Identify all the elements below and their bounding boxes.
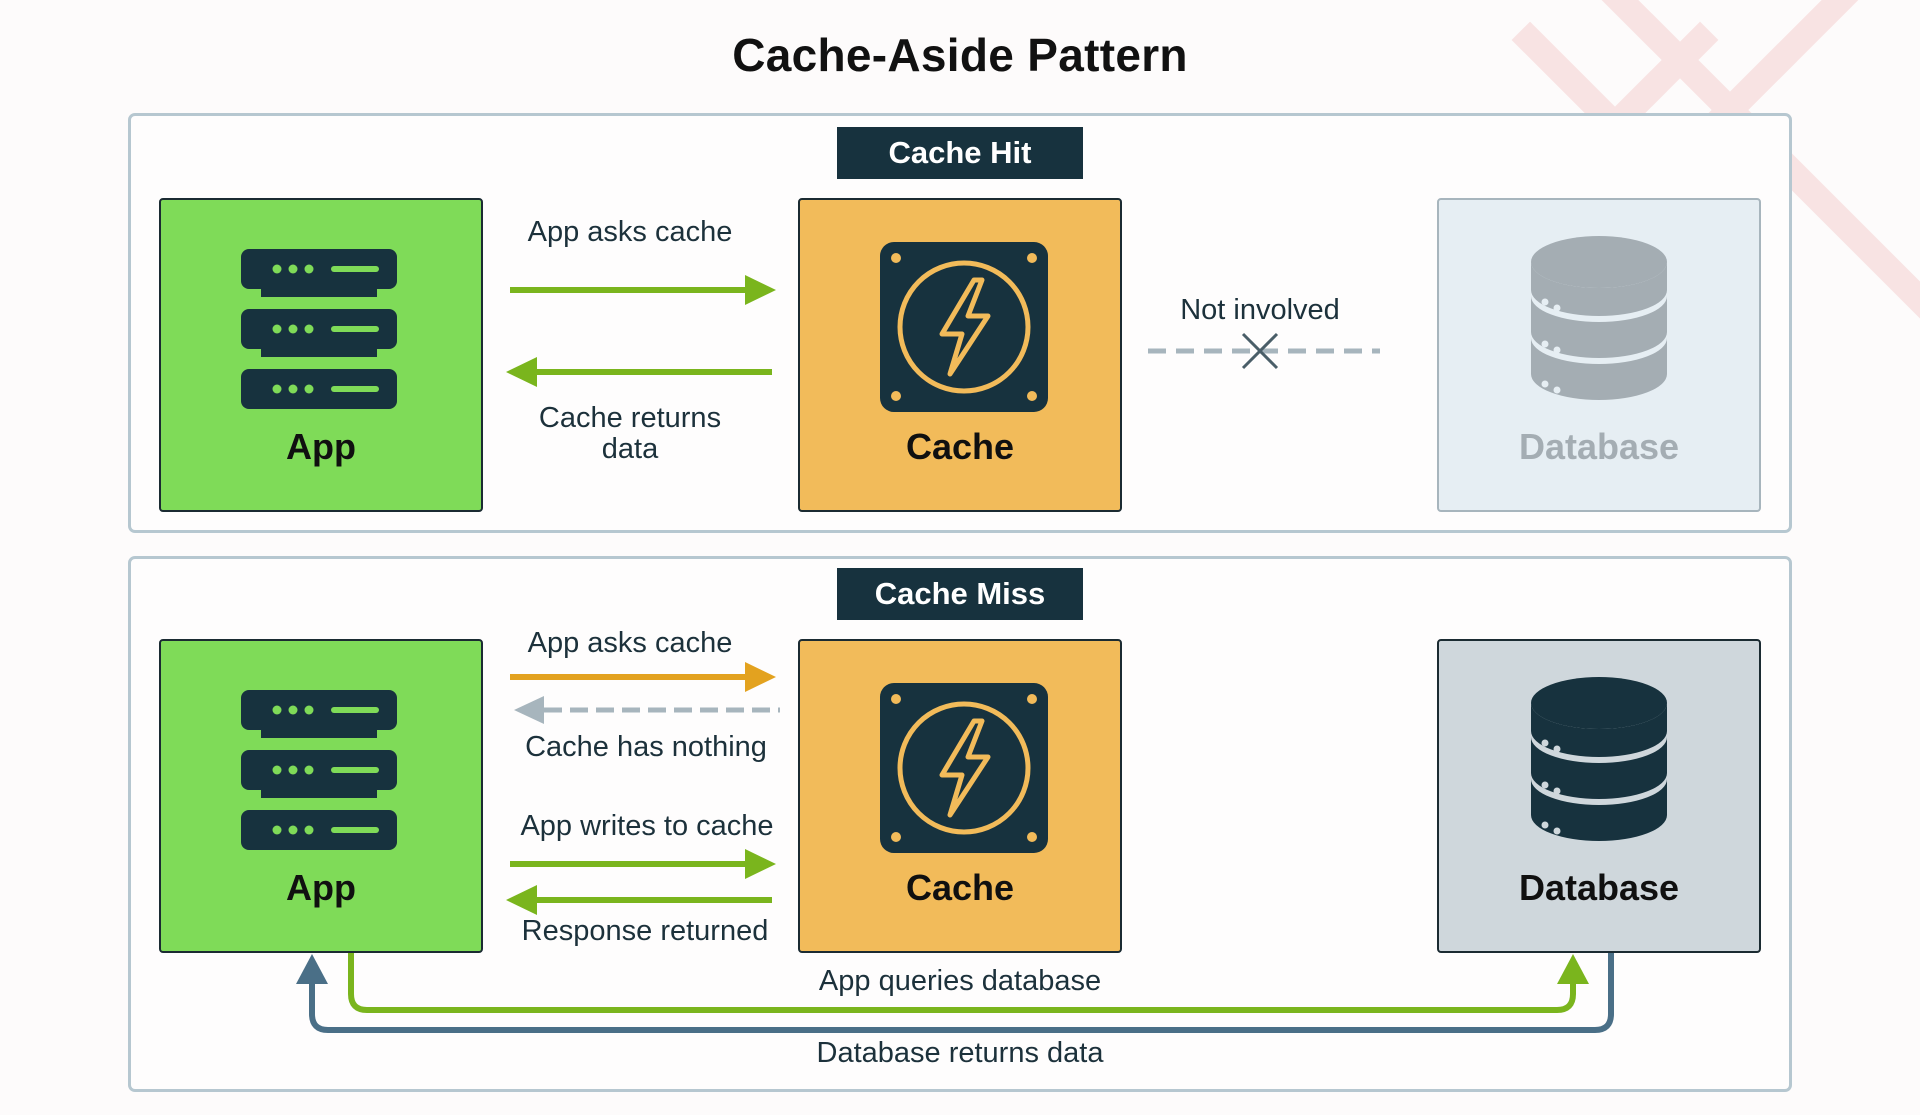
cache-hit-tag: Cache Hit bbox=[837, 127, 1083, 179]
database-icon bbox=[1531, 236, 1667, 400]
app-card-miss: App bbox=[159, 639, 483, 953]
label-app-writes-to-cache: App writes to cache bbox=[520, 810, 774, 842]
arrow-app-asks-cache-miss bbox=[510, 662, 776, 692]
server-icon bbox=[241, 690, 397, 850]
label-response-returned: Response returned bbox=[521, 915, 769, 947]
database-card-miss: Database bbox=[1437, 639, 1761, 953]
label-cache-has-nothing: Cache has nothing bbox=[525, 731, 767, 763]
cache-label: Cache bbox=[905, 426, 1015, 467]
label-app-asks-cache-miss: App asks cache bbox=[527, 627, 733, 659]
diagram-title: Cache-Aside Pattern bbox=[732, 29, 1188, 81]
label-app-asks-cache: App asks cache bbox=[527, 216, 733, 248]
server-icon bbox=[241, 249, 397, 409]
arrow-response-returned bbox=[506, 885, 772, 915]
cache-card-hit: Cache bbox=[798, 198, 1122, 512]
lightning-icon bbox=[880, 683, 1048, 853]
lightning-icon bbox=[880, 242, 1048, 412]
cross-icon bbox=[1241, 332, 1279, 370]
cache-card-miss: Cache bbox=[798, 639, 1122, 953]
app-label: App bbox=[286, 426, 356, 467]
arrow-app-queries-database bbox=[348, 953, 1589, 1013]
cache-label: Cache bbox=[905, 867, 1015, 908]
database-icon bbox=[1531, 677, 1667, 841]
label-app-queries-database: App queries database bbox=[818, 965, 1102, 997]
app-card-hit: App bbox=[159, 198, 483, 512]
database-label: Database bbox=[1518, 867, 1680, 908]
arrow-database-returns-data bbox=[296, 953, 1614, 1033]
database-card-hit: Database bbox=[1437, 198, 1761, 512]
label-not-involved: Not involved bbox=[1180, 294, 1340, 326]
arrow-cache-has-nothing bbox=[514, 696, 780, 724]
cache-miss-tag: Cache Miss bbox=[837, 568, 1083, 620]
database-label: Database bbox=[1518, 426, 1680, 467]
label-database-returns-data: Database returns data bbox=[816, 1037, 1104, 1069]
arrow-app-asks-cache-hit bbox=[510, 275, 776, 305]
app-label: App bbox=[286, 867, 356, 908]
label-cache-returns-data: Cache returns data bbox=[538, 402, 722, 465]
not-involved-connector bbox=[1148, 332, 1380, 370]
arrow-cache-returns-data bbox=[506, 357, 772, 387]
arrow-app-writes-to-cache bbox=[510, 849, 776, 879]
